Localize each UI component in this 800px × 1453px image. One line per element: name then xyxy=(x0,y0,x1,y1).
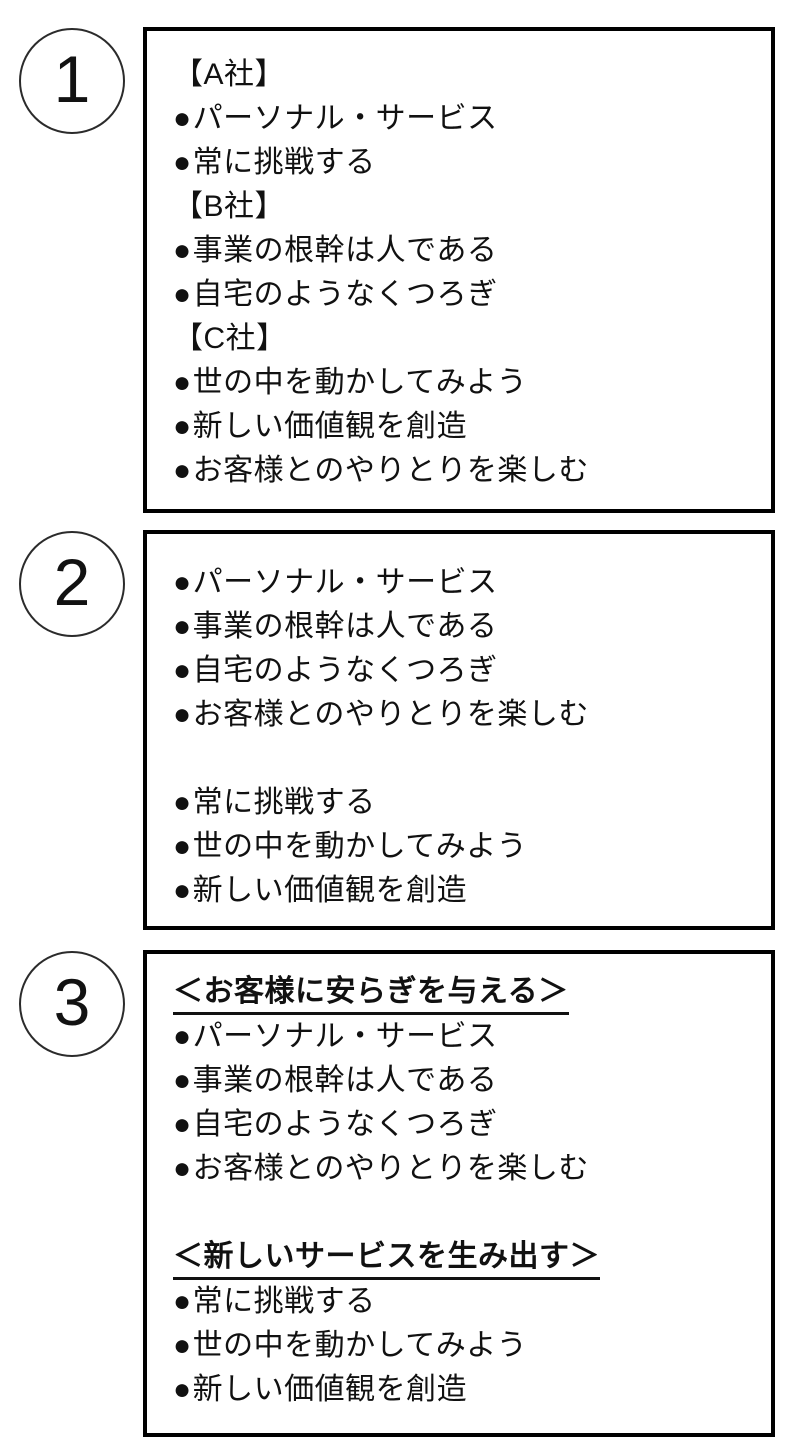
step-number-badge: 2 xyxy=(19,531,125,637)
list-item-text: 事業の根幹は人である xyxy=(192,234,498,267)
list-item-text: 自宅のようなくつろぎ xyxy=(192,278,498,311)
step-number: 1 xyxy=(53,42,91,116)
list-item-text: 自宅のようなくつろぎ xyxy=(192,654,498,687)
list-item: ●自宅のようなくつろぎ xyxy=(173,1103,763,1147)
bullet-icon: ● xyxy=(173,234,192,267)
step-number: 2 xyxy=(53,545,91,619)
item-group: ＜お客様に安らぎを与える＞●パーソナル・サービス●事業の根幹は人である●自宅のよ… xyxy=(173,970,763,1191)
group-heading-text: 【B社】 xyxy=(173,190,286,223)
list-item-text: 新しい価値観を創造 xyxy=(192,1373,468,1406)
group-heading: ＜お客様に安らぎを与える＞ xyxy=(173,970,763,1015)
bullet-icon: ● xyxy=(173,102,192,135)
group-heading-text: ＜新しいサービスを生み出す＞ xyxy=(173,1237,600,1280)
bullet-icon: ● xyxy=(173,654,192,687)
list-item-text: 事業の根幹は人である xyxy=(192,610,498,643)
list-item-text: お客様とのやりとりを楽しむ xyxy=(192,698,589,731)
bullet-icon: ● xyxy=(173,830,192,863)
group-heading: ＜新しいサービスを生み出す＞ xyxy=(173,1235,763,1280)
list-item-text: パーソナル・サービス xyxy=(192,566,498,599)
item-group: 【B社】●事業の根幹は人である●自宅のようなくつろぎ xyxy=(173,185,763,317)
step-card: ＜お客様に安らぎを与える＞●パーソナル・サービス●事業の根幹は人である●自宅のよ… xyxy=(143,950,775,1437)
group-heading: 【C社】 xyxy=(173,317,763,361)
step-number-badge: 1 xyxy=(19,28,125,134)
bullet-icon: ● xyxy=(173,278,192,311)
bullet-icon: ● xyxy=(173,1108,192,1141)
bullet-icon: ● xyxy=(173,410,192,443)
list-item: ●世の中を動かしてみよう xyxy=(173,825,763,869)
list-item-text: 事業の根幹は人である xyxy=(192,1064,498,1097)
list-item: ●お客様とのやりとりを楽しむ xyxy=(173,693,763,737)
list-item: ●パーソナル・サービス xyxy=(173,561,763,605)
item-group: 【C社】●世の中を動かしてみよう●新しい価値観を創造●お客様とのやりとりを楽しむ xyxy=(173,317,763,493)
list-item: ●パーソナル・サービス xyxy=(173,1015,763,1059)
list-item-text: 世の中を動かしてみよう xyxy=(192,366,528,399)
list-item-text: 新しい価値観を創造 xyxy=(192,410,468,443)
bullet-icon: ● xyxy=(173,566,192,599)
list-item-text: お客様とのやりとりを楽しむ xyxy=(192,1152,589,1185)
bullet-icon: ● xyxy=(173,1020,192,1053)
list-item: ●事業の根幹は人である xyxy=(173,229,763,273)
list-item: ●事業の根幹は人である xyxy=(173,1059,763,1103)
group-heading: 【A社】 xyxy=(173,53,763,97)
bullet-icon: ● xyxy=(173,786,192,819)
group-heading-text: 【A社】 xyxy=(173,58,286,91)
step-panel: 2 ●パーソナル・サービス●事業の根幹は人である●自宅のようなくつろぎ●お客様と… xyxy=(0,530,800,930)
bullet-icon: ● xyxy=(173,698,192,731)
group-heading-text: ＜お客様に安らぎを与える＞ xyxy=(173,972,569,1015)
list-item: ●常に挑戦する xyxy=(173,781,763,825)
bullet-icon: ● xyxy=(173,454,192,487)
bullet-icon: ● xyxy=(173,610,192,643)
step-panel: 3 ＜お客様に安らぎを与える＞●パーソナル・サービス●事業の根幹は人である●自宅… xyxy=(0,950,800,1437)
group-heading: 【B社】 xyxy=(173,185,763,229)
list-item: ●自宅のようなくつろぎ xyxy=(173,649,763,693)
step-number-badge: 3 xyxy=(19,951,125,1057)
bullet-icon: ● xyxy=(173,1064,192,1097)
list-item-text: 常に挑戦する xyxy=(192,146,376,179)
list-item-text: 常に挑戦する xyxy=(192,1285,376,1318)
list-item-text: 世の中を動かしてみよう xyxy=(192,1329,528,1362)
bullet-icon: ● xyxy=(173,1152,192,1185)
step-card: 【A社】●パーソナル・サービス●常に挑戦する【B社】●事業の根幹は人である●自宅… xyxy=(143,27,775,513)
list-item-text: お客様とのやりとりを楽しむ xyxy=(192,454,589,487)
list-item: ●パーソナル・サービス xyxy=(173,97,763,141)
bullet-icon: ● xyxy=(173,146,192,179)
list-item: ●新しい価値観を創造 xyxy=(173,405,763,449)
list-item: ●世の中を動かしてみよう xyxy=(173,361,763,405)
bullet-icon: ● xyxy=(173,1373,192,1406)
list-item-text: 自宅のようなくつろぎ xyxy=(192,1108,498,1141)
list-item-text: 世の中を動かしてみよう xyxy=(192,830,528,863)
bullet-icon: ● xyxy=(173,874,192,907)
bullet-icon: ● xyxy=(173,1285,192,1318)
list-item: ●新しい価値観を創造 xyxy=(173,869,763,913)
bullet-icon: ● xyxy=(173,366,192,399)
step-panel: 1 【A社】●パーソナル・サービス●常に挑戦する【B社】●事業の根幹は人である●… xyxy=(0,27,800,513)
list-item-text: 常に挑戦する xyxy=(192,786,376,819)
list-item-text: パーソナル・サービス xyxy=(192,1020,498,1053)
list-item: ●新しい価値観を創造 xyxy=(173,1368,763,1412)
list-item-text: 新しい価値観を創造 xyxy=(192,874,468,907)
item-group: ●常に挑戦する●世の中を動かしてみよう●新しい価値観を創造 xyxy=(173,781,763,913)
item-group: ●パーソナル・サービス●事業の根幹は人である●自宅のようなくつろぎ●お客様とのや… xyxy=(173,561,763,737)
list-item-text: パーソナル・サービス xyxy=(192,102,498,135)
item-group: ＜新しいサービスを生み出す＞●常に挑戦する●世の中を動かしてみよう●新しい価値観… xyxy=(173,1235,763,1412)
bullet-icon: ● xyxy=(173,1329,192,1362)
group-heading-text: 【C社】 xyxy=(173,322,287,355)
list-item: ●お客様とのやりとりを楽しむ xyxy=(173,449,763,493)
list-item: ●常に挑戦する xyxy=(173,141,763,185)
step-card: ●パーソナル・サービス●事業の根幹は人である●自宅のようなくつろぎ●お客様とのや… xyxy=(143,530,775,930)
list-item: ●お客様とのやりとりを楽しむ xyxy=(173,1147,763,1191)
step-number: 3 xyxy=(53,965,91,1039)
list-item: ●事業の根幹は人である xyxy=(173,605,763,649)
list-item: ●世の中を動かしてみよう xyxy=(173,1324,763,1368)
item-group: 【A社】●パーソナル・サービス●常に挑戦する xyxy=(173,53,763,185)
list-item: ●常に挑戦する xyxy=(173,1280,763,1324)
list-item: ●自宅のようなくつろぎ xyxy=(173,273,763,317)
